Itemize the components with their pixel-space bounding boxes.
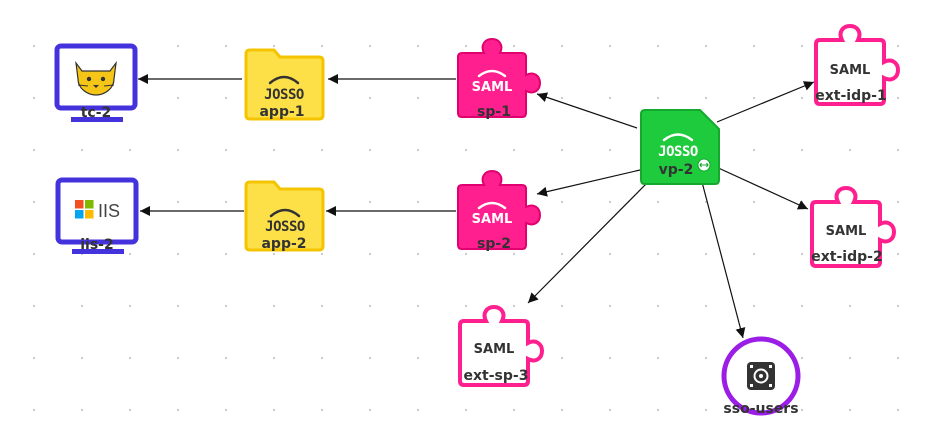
node-label: sp-2 — [477, 236, 511, 252]
edge-vp2-extsp3 — [527, 179, 651, 304]
edge-vp2-ssousers — [701, 181, 746, 339]
node-sso-users[interactable]: sso-users — [721, 336, 801, 417]
node-app-2[interactable]: JOSSO app-2 — [244, 180, 325, 252]
node-sp-1[interactable]: SAML sp-1 — [457, 38, 541, 120]
node-ext-idp-2[interactable]: SAML ext-idp-2 — [810, 186, 896, 268]
tomcat-icon — [75, 60, 117, 96]
node-label: ext-idp-2 — [811, 249, 882, 265]
protocol-label: SAML — [472, 212, 513, 227]
edge-vp2-sp1 — [536, 92, 638, 129]
node-sp-2[interactable]: SAML sp-2 — [457, 170, 541, 252]
node-label: sp-1 — [477, 104, 511, 120]
node-label: iis-2 — [80, 237, 113, 253]
vault-icon — [747, 362, 775, 390]
josso-arc-icon — [662, 133, 694, 142]
brand-label: JOSSO — [264, 87, 304, 103]
monitor-stand — [72, 249, 124, 254]
monitor-frame — [55, 177, 139, 245]
node-label: app-2 — [261, 236, 306, 252]
node-iis-2[interactable]: IIS iis-2 — [55, 177, 139, 254]
brand-label: JOSSO — [265, 219, 305, 235]
node-label: tc-2 — [81, 105, 112, 121]
monitor-stand — [71, 117, 123, 122]
saml-arc-icon — [477, 201, 507, 210]
node-label: ext-idp-1 — [815, 88, 886, 104]
protocol-label: SAML — [474, 342, 515, 357]
saml-arc-icon — [477, 69, 507, 78]
node-label: vp-2 — [659, 162, 694, 178]
edge-vp2-sp2 — [536, 169, 641, 197]
edge-vp2-extidp1 — [716, 81, 815, 123]
protocol-label: SAML — [826, 224, 867, 239]
node-ext-sp-3[interactable]: SAML ext-sp-3 — [458, 305, 544, 387]
node-label: app-1 — [259, 104, 304, 120]
node-vp-2[interactable]: JOSSO vp-2 — [640, 109, 720, 185]
edge-vp2-extidp2 — [713, 165, 809, 210]
protocol-label: SAML — [830, 63, 871, 78]
edges — [138, 74, 815, 339]
folder-icon — [244, 180, 325, 252]
josso-arc-icon — [268, 75, 300, 85]
josso-arc-icon — [269, 208, 301, 218]
node-label: ext-sp-3 — [464, 368, 529, 384]
folder-icon — [244, 48, 325, 121]
windows-icon — [75, 200, 94, 219]
brand-label: JOSSO — [658, 144, 698, 160]
node-app-1[interactable]: JOSSO app-1 — [244, 48, 325, 121]
iis-badge: IIS — [98, 201, 120, 221]
node-tc-2[interactable]: tc-2 — [54, 43, 138, 122]
node-ext-idp-1[interactable]: SAML ext-idp-1 — [814, 24, 900, 106]
protocol-label: SAML — [472, 80, 513, 95]
node-label: sso-users — [723, 401, 798, 417]
